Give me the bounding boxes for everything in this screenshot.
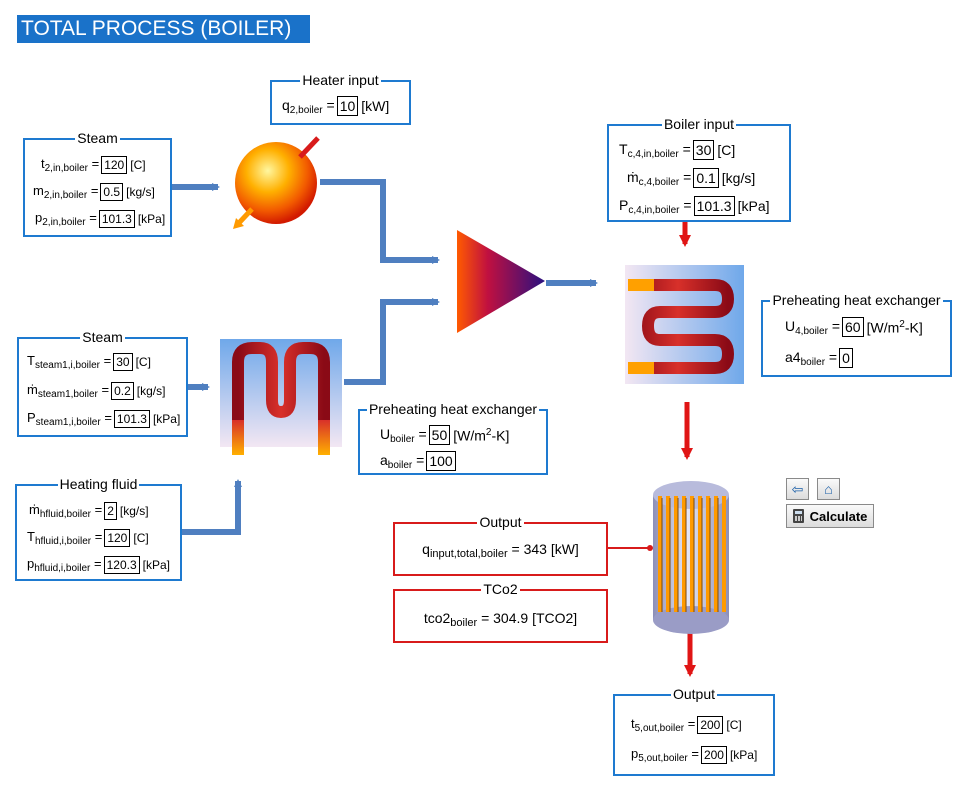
tc4-label: Tc,4,in,boiler = (619, 140, 691, 160)
psteam1-input[interactable]: 101.3 (113, 410, 150, 428)
q-heater-unit: [kW] (361, 98, 390, 114)
t2-unit: [C] (130, 158, 146, 172)
pc4-label: Pc,4,in,boiler = (619, 196, 692, 216)
pc4-unit: [kPa] (737, 198, 770, 214)
tc4-input[interactable]: 30 (692, 140, 715, 160)
page-title: TOTAL PROCESS (BOILER) (17, 15, 310, 43)
steam-mid-legend: Steam (80, 329, 125, 345)
thfluid-label: Thfluid,i,boiler = (27, 529, 103, 547)
calculate-label: Calculate (809, 508, 868, 524)
phe-right-legend: Preheating heat exchanger (770, 292, 943, 308)
tsteam1-unit: [C] (135, 355, 151, 369)
back-button[interactable]: ⇦ (786, 478, 809, 500)
output-q-panel: Output qinput,total,boiler = 343 [kW] (393, 514, 608, 576)
psteam1-unit: [kPa] (152, 412, 181, 426)
t5-unit: [C] (726, 718, 742, 732)
q-heater-label: q2,boiler = (282, 96, 335, 116)
m2-input[interactable]: 0.5 (100, 183, 124, 201)
tsteam1-label: Tsteam1,i,boiler = (27, 353, 112, 371)
tco2-panel: TCo2 tco2boiler = 304.9 [TCO2] (393, 581, 608, 643)
output-bottom-panel: Output t5,out,boiler = 200 [C] p5,out,bo… (613, 686, 775, 776)
calculator-icon (792, 509, 804, 523)
u4-input[interactable]: 60 (842, 317, 864, 337)
mc4-input[interactable]: 0.1 (693, 168, 719, 188)
u-boiler-unit: [W/m2-K] (453, 426, 510, 444)
a4-label: a4boiler = (785, 348, 838, 368)
u-boiler-label: Uboiler = (380, 425, 427, 445)
p2-unit: [kPa] (137, 212, 166, 226)
pipe-hx-to-mixer (344, 298, 440, 385)
t5-output: 200 (697, 716, 724, 734)
boiler-icon (653, 481, 729, 634)
a-boiler-input[interactable]: 100 (426, 451, 456, 471)
msteam1-label: ṁsteam1,boiler = (27, 382, 110, 400)
mhfluid-unit: [kg/s] (119, 504, 149, 518)
p2-label: p2,in,boiler = (35, 210, 97, 228)
boiler-input-legend: Boiler input (661, 116, 737, 132)
tsteam1-input[interactable]: 30 (113, 353, 133, 371)
t2-label: t2,in,boiler = (41, 156, 100, 174)
thfluid-input[interactable]: 120 (104, 529, 131, 547)
steam-top-panel: Steam t2,in,boiler = 120 [C] m2,in,boile… (23, 130, 172, 237)
home-button[interactable]: ⌂ (817, 478, 840, 500)
pipe-heater-to-mixer (320, 179, 440, 264)
u4-label: U4,boiler = (785, 317, 841, 337)
heat-exchanger-icon (220, 339, 342, 455)
mixer-icon (457, 230, 545, 333)
preheater-icon (625, 265, 744, 384)
q-total-output: qinput,total,boiler = 343 [kW] (422, 541, 579, 560)
boiler-input-panel: Boiler input Tc,4,in,boiler = 30 [C] ṁc,… (607, 116, 791, 222)
mhfluid-input[interactable]: 2 (104, 502, 117, 520)
phe-right-panel: Preheating heat exchanger U4,boiler = 60… (761, 292, 952, 377)
heater-input-legend: Heater input (300, 72, 381, 88)
m2-label: m2,in,boiler = (33, 183, 99, 201)
a4-input[interactable]: 0 (839, 348, 853, 368)
steam-top-legend: Steam (75, 130, 120, 146)
p5-output: 200 (700, 746, 727, 764)
phfluid-unit: [kPa] (142, 558, 170, 572)
output-q-legend: Output (477, 514, 524, 530)
tco2-legend: TCo2 (481, 581, 520, 597)
mhfluid-label: ṁhfluid,boiler = (29, 502, 103, 520)
arrow-left-icon: ⇦ (791, 481, 804, 497)
calculate-button[interactable]: Calculate (786, 504, 874, 528)
t5-label: t5,out,boiler = (631, 716, 696, 734)
q-heater-input[interactable]: 10 (336, 96, 359, 116)
msteam1-unit: [kg/s] (136, 384, 166, 398)
msteam1-input[interactable]: 0.2 (111, 382, 134, 400)
phfluid-label: phfluid,i,boiler = (27, 556, 102, 574)
heater-icon (233, 136, 320, 229)
thfluid-unit: [C] (133, 531, 149, 545)
m2-unit: [kg/s] (126, 185, 155, 199)
pc4-input[interactable]: 101.3 (693, 196, 735, 216)
a-boiler-label: aboiler = (380, 451, 425, 471)
tc4-unit: [C] (717, 142, 736, 158)
p5-label: p5,out,boiler = (631, 746, 699, 764)
phfluid-input[interactable]: 120.3 (103, 556, 140, 574)
tco2-output: tco2boiler = 304.9 [TCO2] (423, 610, 578, 629)
mc4-label: ṁc,4,boiler = (627, 168, 692, 188)
p2-input[interactable]: 101.3 (98, 210, 135, 228)
u-boiler-input[interactable]: 50 (428, 425, 451, 445)
output-bottom-legend: Output (670, 686, 718, 702)
phe-mid-panel: Preheating heat exchanger Uboiler = 50 [… (358, 401, 548, 475)
psteam1-label: Psteam1,i,boiler = (27, 410, 112, 428)
p5-unit: [kPa] (729, 748, 758, 762)
phe-mid-legend: Preheating heat exchanger (366, 401, 540, 417)
heater-input-panel: Heater input q2,boiler = 10 [kW] (270, 72, 411, 125)
mc4-unit: [kg/s] (721, 170, 756, 186)
heating-fluid-legend: Heating fluid (57, 476, 140, 492)
u4-unit: [W/m2-K] (866, 318, 923, 336)
steam-mid-panel: Steam Tsteam1,i,boiler = 30 [C] ṁsteam1,… (17, 329, 188, 437)
t2-input[interactable]: 120 (101, 156, 128, 174)
heating-fluid-panel: Heating fluid ṁhfluid,boiler = 2 [kg/s] … (15, 476, 182, 581)
pipe-heating-fluid (182, 479, 242, 535)
home-icon: ⌂ (824, 481, 833, 497)
